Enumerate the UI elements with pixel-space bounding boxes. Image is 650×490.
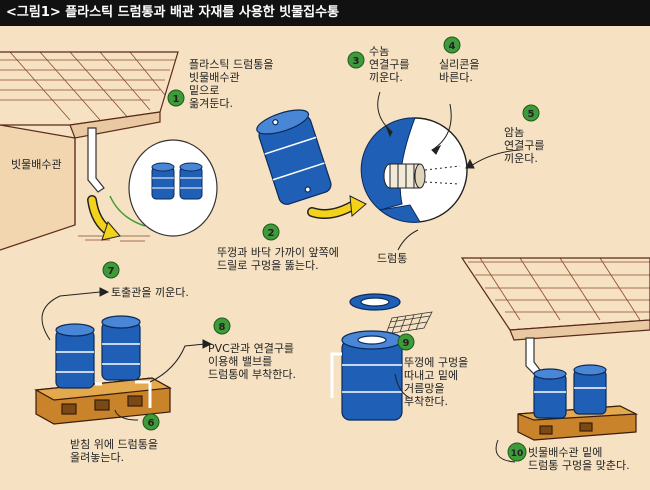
- step-badge-7: 7: [102, 261, 120, 279]
- svg-text:3: 3: [353, 56, 360, 67]
- svg-text:2: 2: [268, 228, 275, 239]
- step-badge-10: 10: [507, 442, 527, 462]
- svg-text:6: 6: [148, 418, 155, 429]
- step-5-text: 암놈 연결구를 끼운다.: [504, 126, 545, 165]
- small-drums: [151, 162, 203, 200]
- downspout-top-left: [87, 127, 105, 193]
- drum-label: 드럼통: [377, 252, 408, 265]
- step-3-text: 수놈 연결구를 끼운다.: [369, 45, 410, 84]
- downspout-bottom-right: [525, 337, 541, 375]
- step-badge-2: 2: [262, 223, 280, 241]
- step-8-text: PVC관과 연결구를 이용해 밸브를 드럼통에 부착한다.: [208, 342, 296, 381]
- house-bottom-right: [460, 257, 650, 341]
- step-badge-5: 5: [522, 104, 540, 122]
- step-2-text: 뚜껑과 바닥 가까이 앞쪽에 드릴로 구멍을 뚫는다.: [217, 246, 339, 272]
- lid-and-drum: [330, 293, 433, 421]
- svg-text:10: 10: [511, 449, 524, 459]
- step-10-text: 빗물배수관 밑에 드럼통 구멍을 맞춘다.: [528, 446, 630, 472]
- step-badge-6: 6: [142, 413, 160, 431]
- step-4-text: 실리콘을 바른다.: [439, 58, 480, 84]
- step-9-text: 뚜껑에 구멍을 따내고 밑에 거름망을 부착한다.: [404, 356, 469, 408]
- svg-text:7: 7: [108, 266, 115, 277]
- diagram-title: <그림1> 플라스틱 드럼통과 배관 자재를 사용한 빗물집수통: [0, 0, 650, 26]
- step-badge-8: 8: [213, 317, 231, 335]
- step-1-text: 플라스틱 드럼통을 빗물배수관 밑으로 옮겨둔다.: [189, 58, 274, 110]
- step-badges: 1 2 3 4 5 6 7 8 9 10: [102, 36, 540, 462]
- stand-with-drums-right: [517, 364, 639, 441]
- svg-text:5: 5: [528, 109, 535, 120]
- step-badge-9: 9: [397, 333, 415, 351]
- downspout-label: 빗물배수관: [11, 158, 62, 171]
- zoom-circle-connector: [360, 117, 468, 223]
- step-badge-1: 1: [167, 89, 185, 107]
- step-7-text: 토출관을 끼운다.: [111, 286, 189, 299]
- stand-with-drums: [34, 315, 172, 425]
- svg-text:8: 8: [219, 322, 226, 333]
- tilted-drum: [256, 109, 332, 205]
- step-badge-3: 3: [347, 51, 365, 69]
- step-6-text: 받침 위에 드럼통을 올려놓는다.: [70, 438, 158, 464]
- svg-text:9: 9: [403, 338, 410, 349]
- svg-text:4: 4: [449, 41, 456, 52]
- svg-text:1: 1: [173, 94, 180, 105]
- step-badge-4: 4: [443, 36, 461, 54]
